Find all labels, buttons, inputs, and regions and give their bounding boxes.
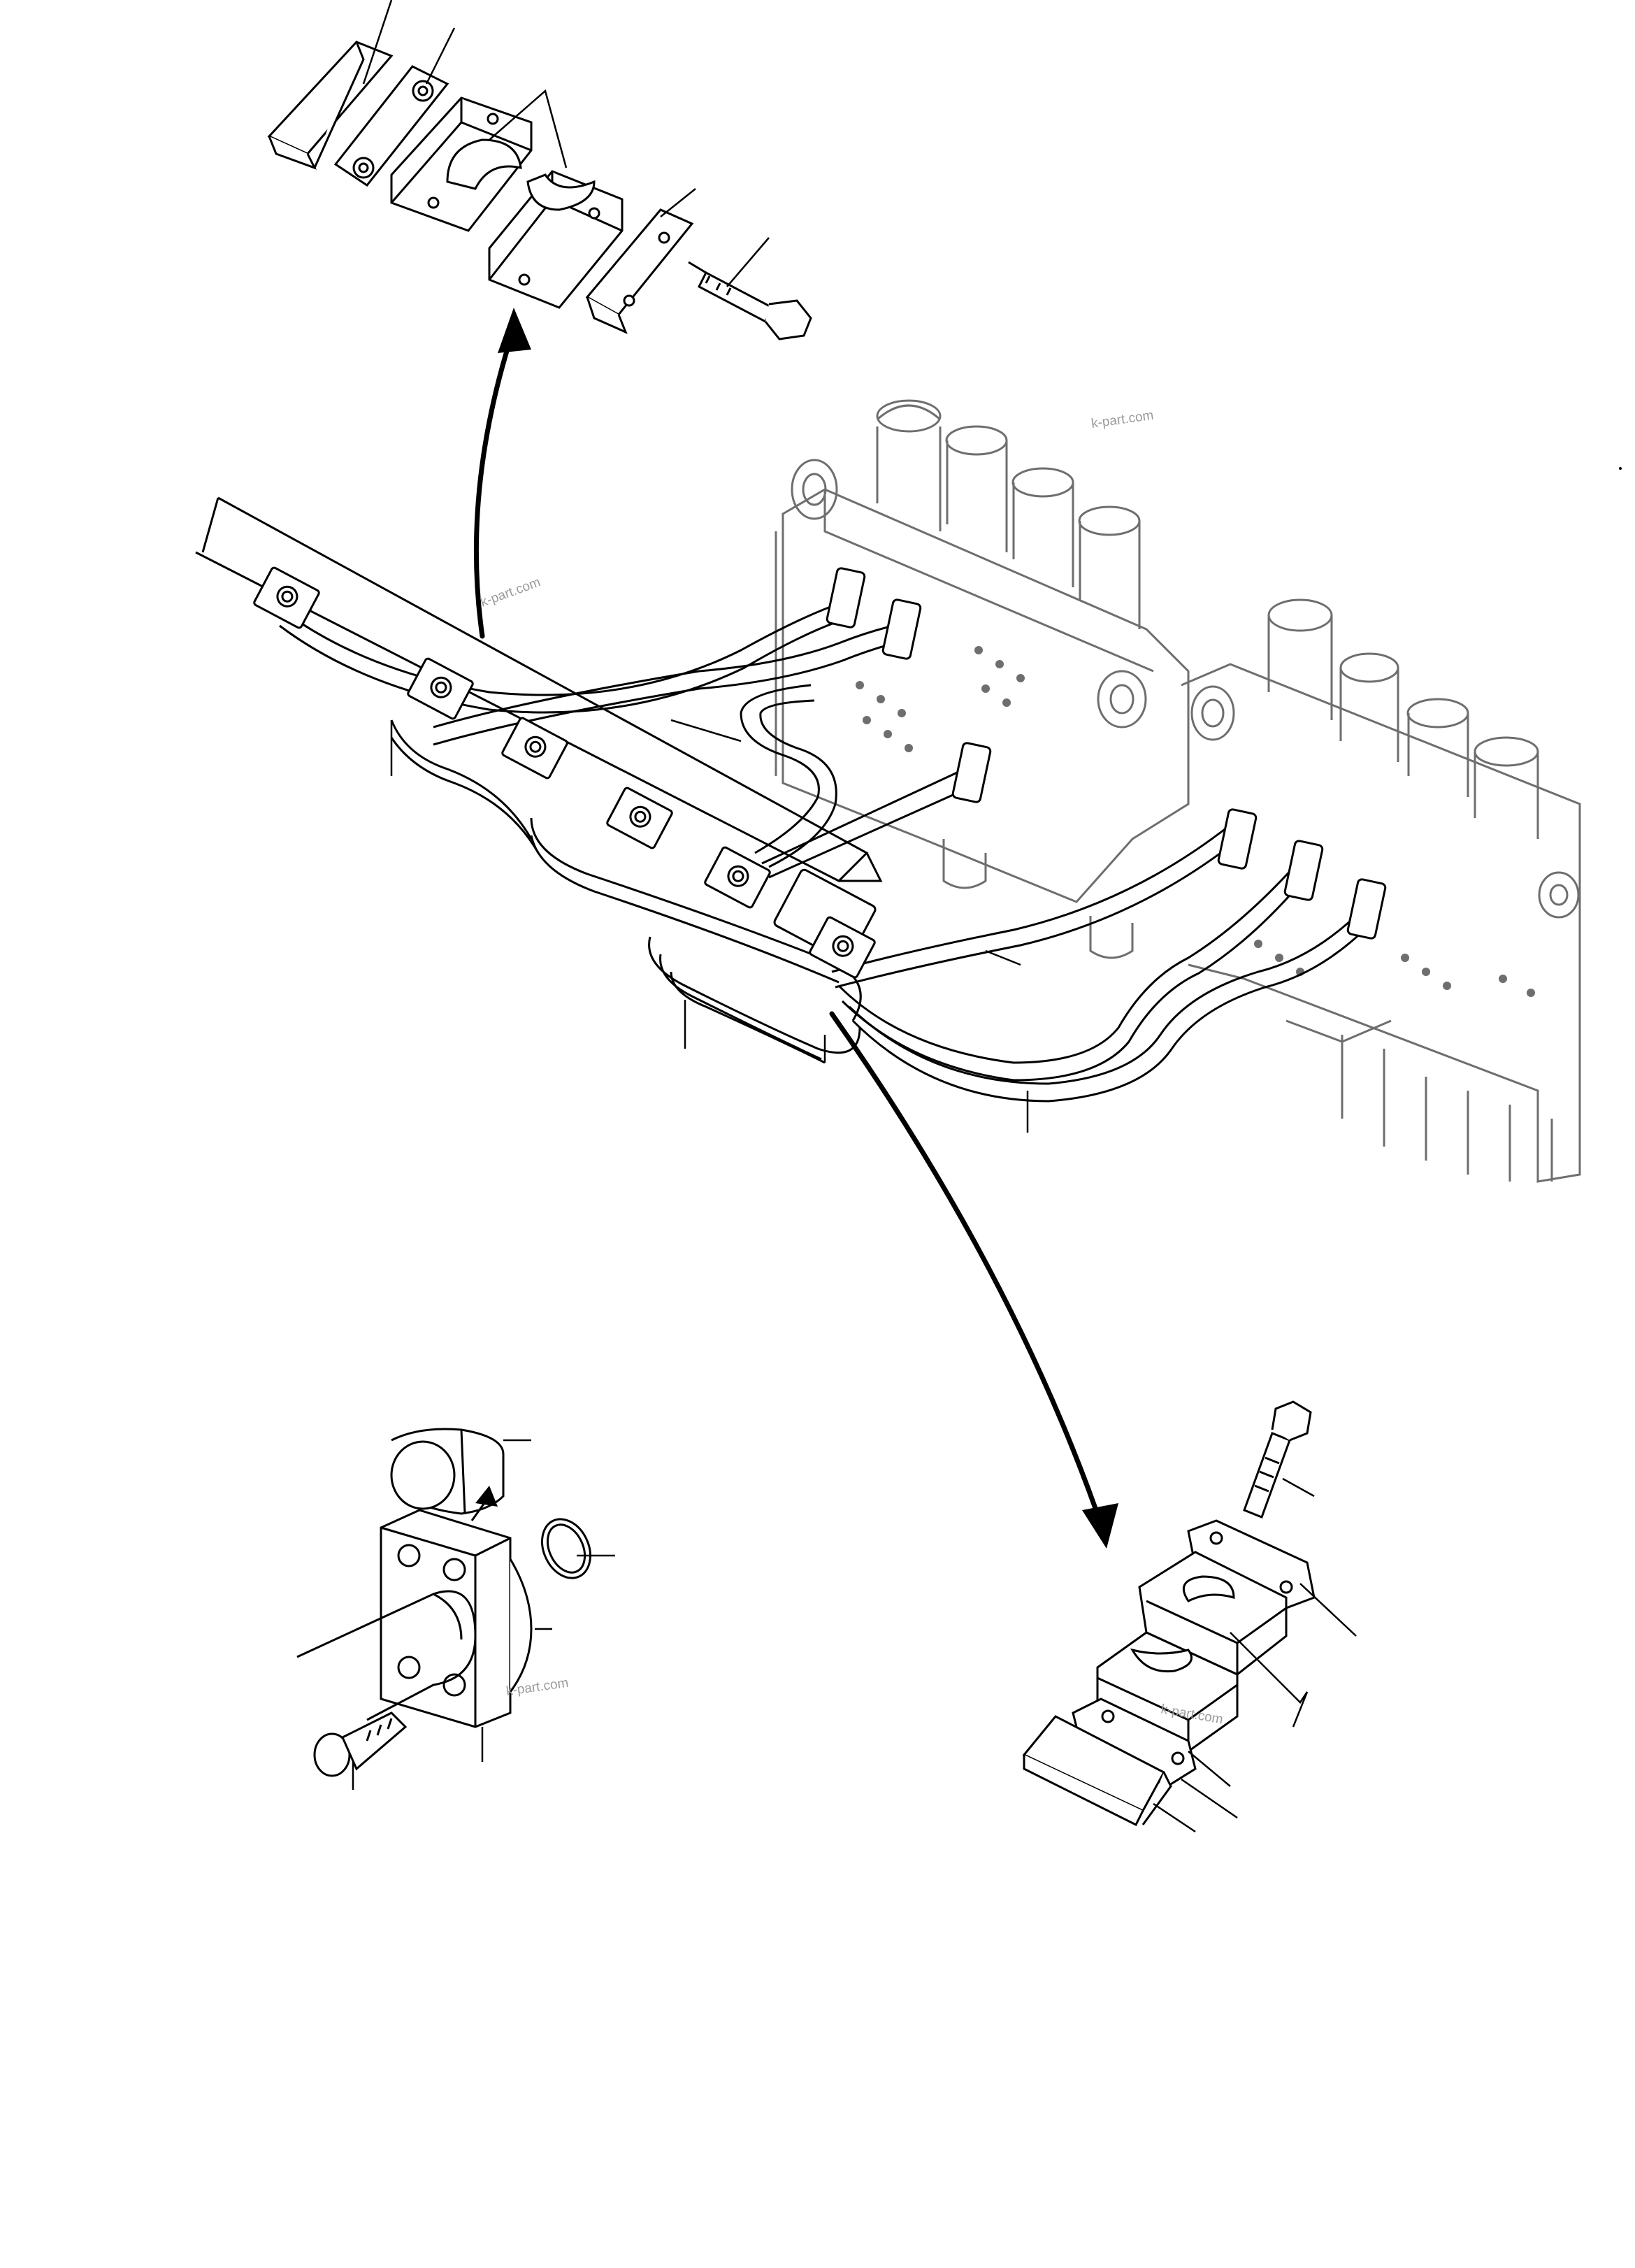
arrow-head-up xyxy=(498,308,531,353)
clamp-half-lower xyxy=(488,170,624,309)
port-flange-3 xyxy=(951,742,992,803)
port-flange-6 xyxy=(1346,878,1387,940)
flange-connection-detail xyxy=(296,1428,615,1790)
bolt-top xyxy=(688,261,812,340)
flange-arrow xyxy=(475,1486,498,1507)
back-plate-top xyxy=(585,208,694,334)
clamp-assembly-detail-top xyxy=(267,0,812,340)
clamp-half-top-bottom xyxy=(1138,1551,1288,1676)
cap-plug xyxy=(390,1428,505,1515)
pipe-clamp-1 xyxy=(253,566,320,629)
control-valve-outline xyxy=(775,399,1581,1183)
pipe-clamp-6 xyxy=(809,916,876,979)
valve-spools-1 xyxy=(876,399,1141,629)
arrow-heads xyxy=(498,308,1118,1549)
split-flange xyxy=(380,1509,533,1728)
callout-arrows xyxy=(473,326,1104,1527)
pipe-clamp-3 xyxy=(501,717,568,780)
flange-bolt xyxy=(313,1711,408,1777)
clamp-half-upper xyxy=(390,96,533,232)
stud-plate-top xyxy=(333,65,449,187)
arrow-head-down xyxy=(1082,1503,1118,1549)
valve-port-holes xyxy=(856,646,1535,997)
pipe-clamp-4 xyxy=(606,787,673,849)
bottom-detail-leaders xyxy=(1153,1477,1357,1833)
arrow-to-top-detail xyxy=(473,326,517,639)
pipe-clamp-2 xyxy=(407,657,474,720)
pipe-harness xyxy=(279,600,1371,1103)
o-ring xyxy=(541,1518,591,1579)
cover-plate-top xyxy=(267,41,394,170)
pipe-clamp-5 xyxy=(704,846,771,909)
port-flange-4 xyxy=(1217,808,1258,870)
valve-spools-2 xyxy=(1267,598,1539,839)
port-flange-1 xyxy=(826,567,866,629)
port-flange-5 xyxy=(1283,840,1324,901)
top-detail-leaders xyxy=(362,0,770,287)
bracket-plate xyxy=(195,496,883,882)
valve-port-flanges xyxy=(826,567,1387,940)
main-leader-lines xyxy=(390,719,1029,1133)
clamp-assembly-detail-bottom xyxy=(1022,1400,1357,1833)
flange-leaders xyxy=(352,1439,615,1790)
pipe-clamps xyxy=(253,566,877,979)
stray-dot xyxy=(1619,467,1622,470)
pipe-stub xyxy=(296,1590,477,1721)
arrow-to-bottom-detail xyxy=(829,1011,1104,1527)
bolt-bottom xyxy=(1243,1400,1312,1519)
port-flange-2 xyxy=(881,598,922,660)
cover-angle-bottom xyxy=(1022,1715,1172,1827)
